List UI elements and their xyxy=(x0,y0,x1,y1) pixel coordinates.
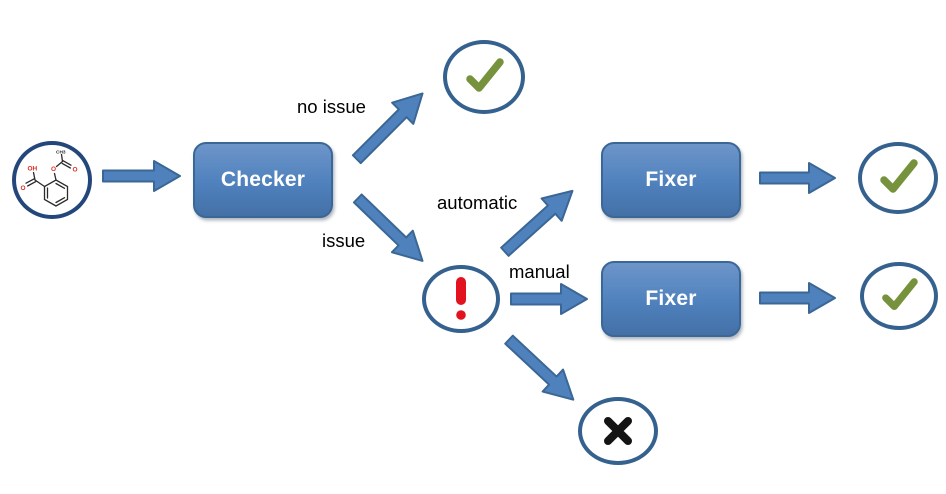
node-fixer-automatic: Fixer xyxy=(601,142,741,218)
node-checker: Checker xyxy=(193,142,333,218)
arrow-checker-to-ok xyxy=(344,80,436,172)
edge-label-no-issue: no issue xyxy=(297,96,366,117)
aspirin-structure-icon: O OH O O CH3 xyxy=(21,150,78,207)
arrow-fixer-automatic-to-ok xyxy=(759,161,837,195)
atom-label-o-carboxyl: O xyxy=(21,185,26,192)
ok-node-manual xyxy=(860,262,938,330)
arrow-fixer-manual-to-ok xyxy=(759,281,837,315)
rejected-node xyxy=(578,397,658,465)
check-icon xyxy=(466,58,504,92)
atom-label-ch3: CH3 xyxy=(56,150,66,156)
edge-label-manual: manual xyxy=(509,261,570,282)
check-icon xyxy=(880,159,918,193)
atom-label-o-acetyl: O xyxy=(73,167,78,174)
arrow-issue-to-rejected xyxy=(497,327,587,414)
arrow-issue-to-fixer-automatic xyxy=(493,177,586,265)
arrow-issue-to-fixer-manual xyxy=(510,282,589,316)
node-fixer-manual: Fixer xyxy=(601,261,741,337)
ok-node-top xyxy=(443,40,525,114)
check-icon xyxy=(882,278,918,311)
atom-label-o-ester: O xyxy=(51,166,56,173)
issue-node xyxy=(422,265,500,333)
edge-label-issue: issue xyxy=(322,230,366,251)
atom-label-oh: OH xyxy=(28,166,38,173)
checker-label: Checker xyxy=(220,168,306,191)
fixer-manual-label: Fixer xyxy=(645,287,697,310)
exclamation-icon xyxy=(456,277,466,320)
ok-node-automatic xyxy=(858,142,938,214)
arrow-molecule-to-checker xyxy=(102,159,182,193)
molecule-node: O OH O O CH3 xyxy=(12,141,92,219)
arrow-checker-to-issue xyxy=(345,185,436,274)
edge-label-automatic: automatic xyxy=(437,192,518,213)
fixer-automatic-label: Fixer xyxy=(645,168,697,191)
cross-icon xyxy=(604,417,632,445)
